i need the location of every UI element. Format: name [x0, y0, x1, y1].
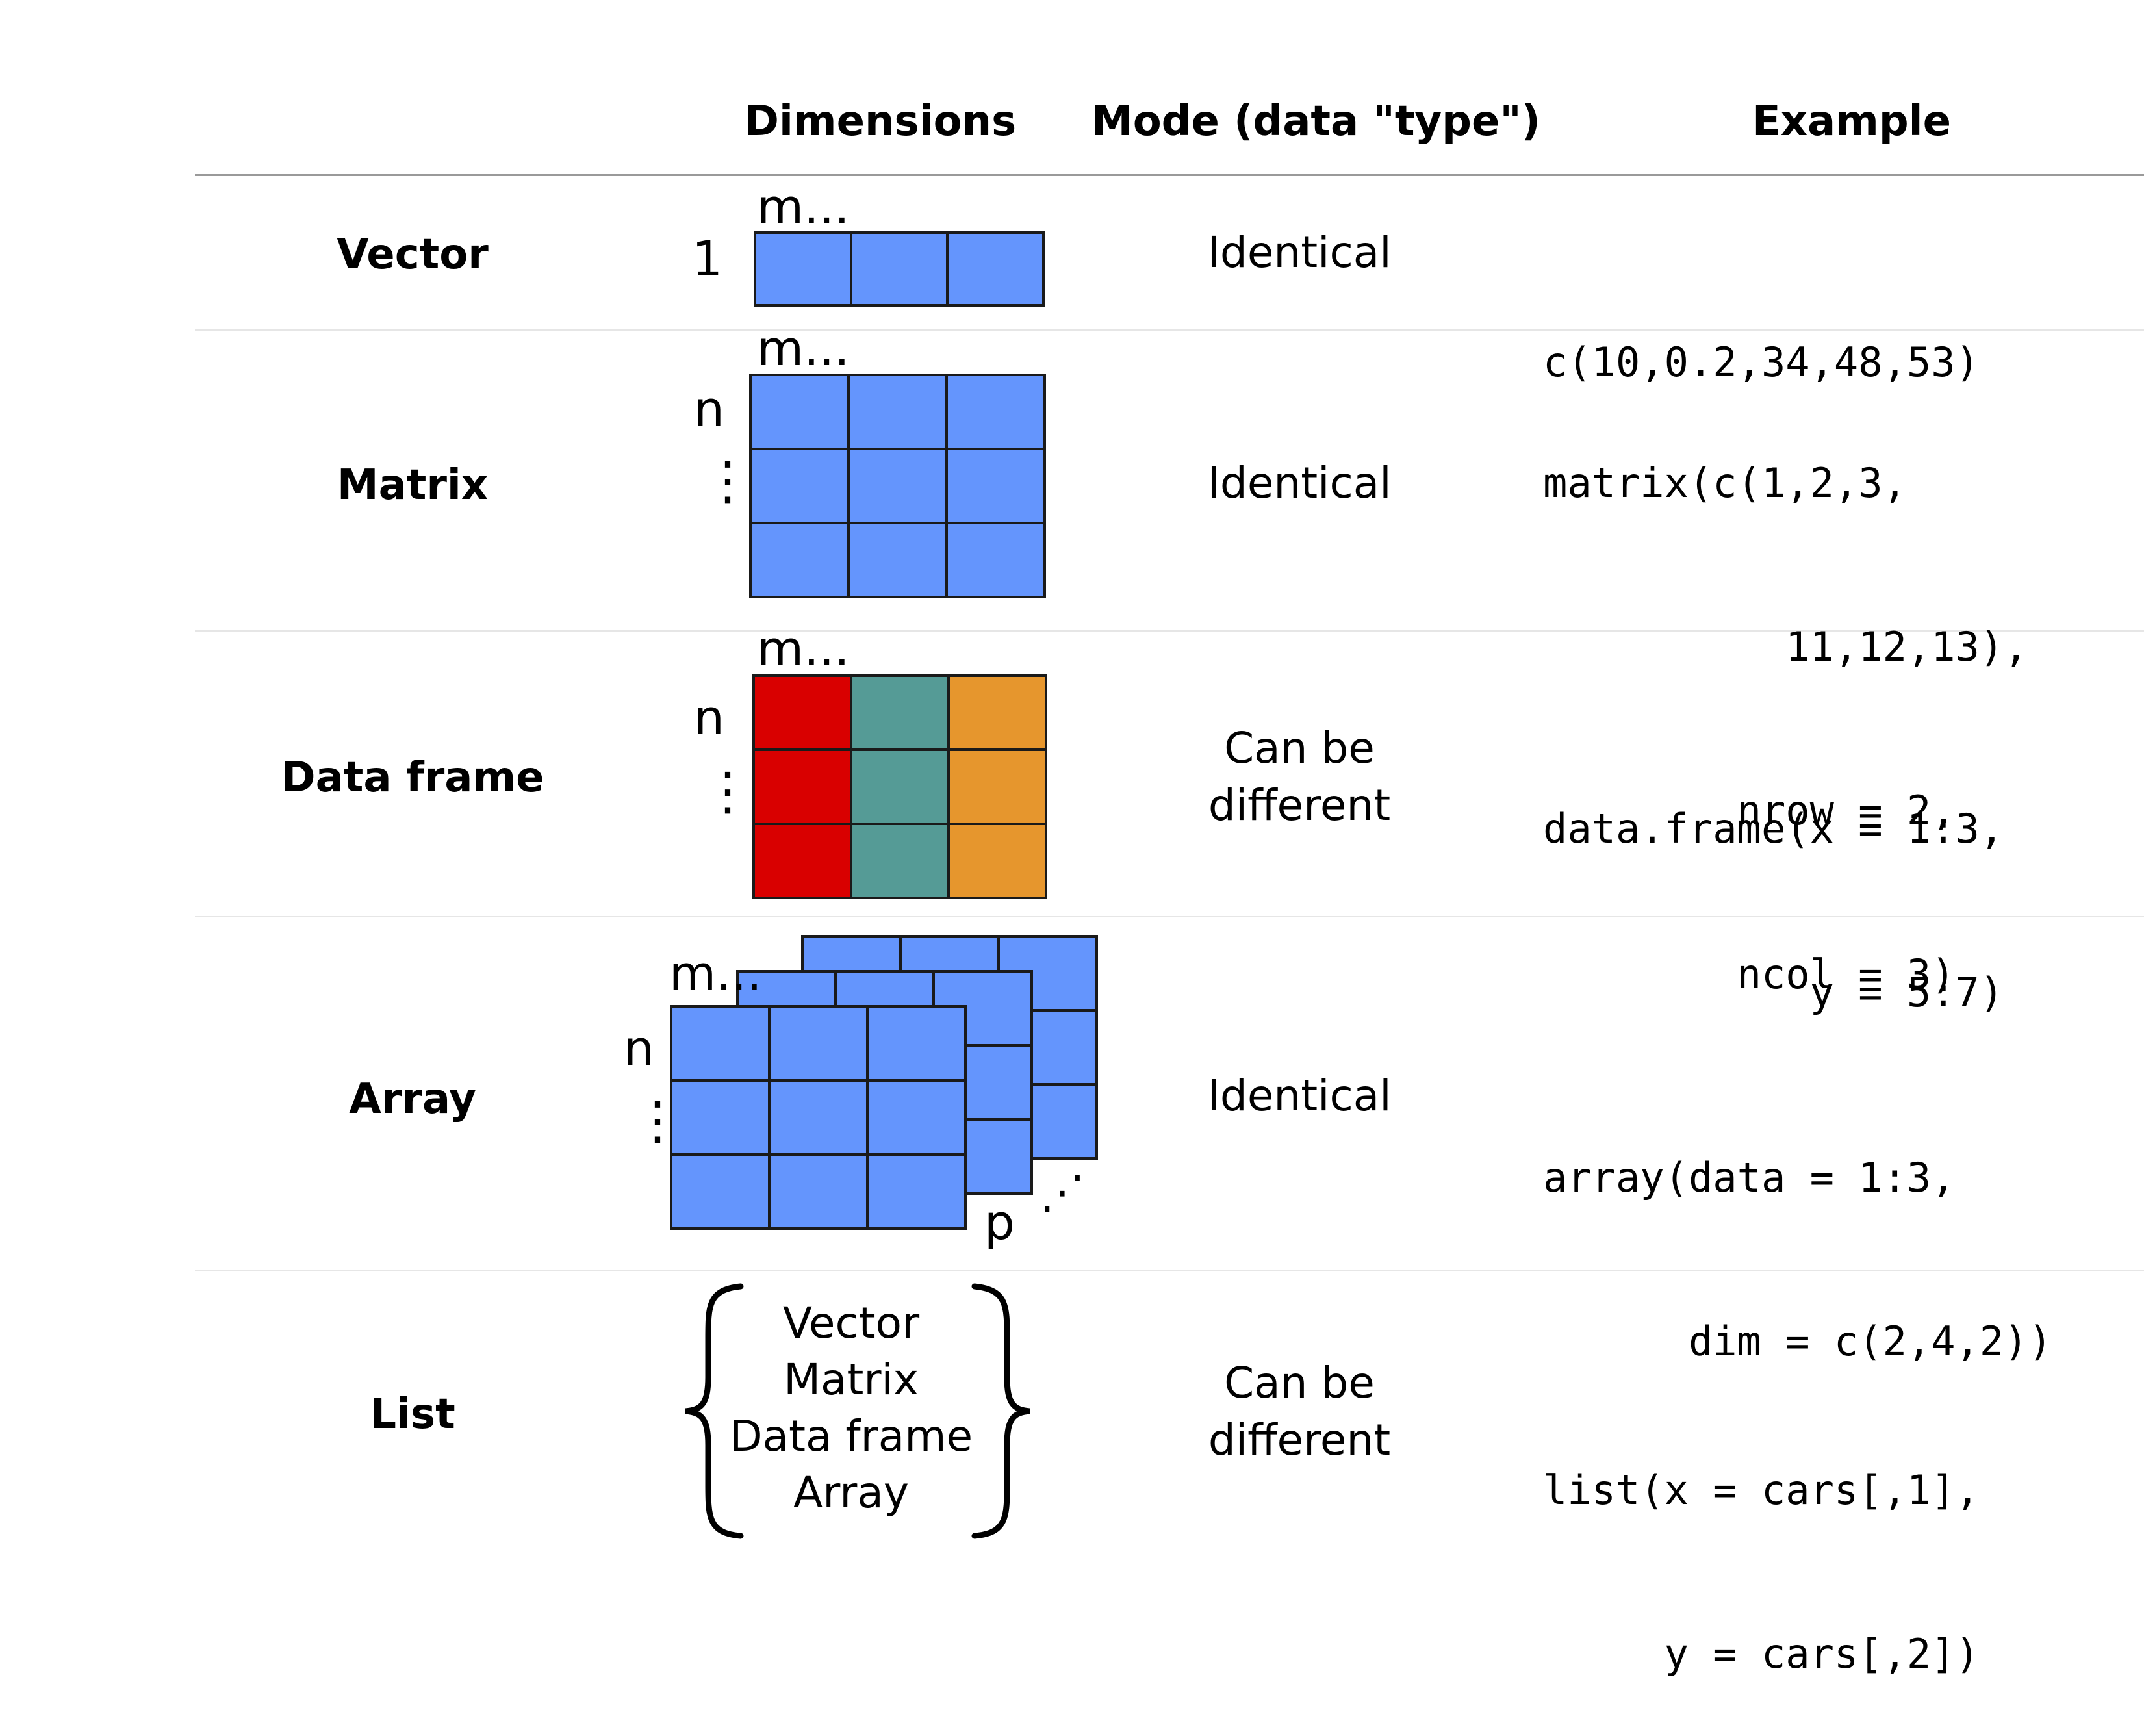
code-line: list(x = cars[,1],: [1543, 1466, 1980, 1514]
array-m-label: m...: [669, 946, 762, 1002]
list-mode: Can be different: [1104, 1355, 1494, 1469]
matrix-vdots: ⋮: [702, 450, 754, 511]
header-dimensions: Dimensions: [744, 97, 1017, 146]
dataframe-mode: Can be different: [1104, 720, 1494, 834]
mode-line: different: [1208, 1415, 1391, 1465]
array-mode: Identical: [1104, 1067, 1494, 1125]
matrix-m-label: m...: [757, 321, 850, 377]
vector-mode: Identical: [1104, 224, 1494, 281]
dataframe-m-label: m...: [757, 621, 850, 677]
header-mode: Mode (data "type"): [1091, 97, 1540, 146]
header-rule: [195, 174, 2144, 176]
matrix-cell: [749, 448, 850, 524]
code-line: array(data = 1:3,: [1543, 1154, 1956, 1201]
matrix-cell: [847, 448, 948, 524]
code-line: y = 5:7): [1543, 969, 2004, 1016]
list-item-vector: Vector: [782, 1298, 920, 1348]
code-line: nrow = 2,: [1543, 787, 1956, 834]
dataframe-example: data.frame(x = 1:3, y = 5:7): [1543, 693, 2004, 1075]
vector-cell: [850, 231, 949, 307]
dataframe-cell: [850, 748, 950, 825]
mode-line: Identical: [1207, 1071, 1392, 1121]
array-vdots: ⋮: [632, 1090, 683, 1151]
array-cell-front: [866, 1153, 967, 1230]
list-example: list(x = cars[,1], y = cars[,2]): [1543, 1354, 1980, 1736]
matrix-cell: [749, 374, 850, 450]
dataframe-cell: [850, 674, 950, 751]
array-cell-front: [670, 1153, 771, 1230]
code-line: y = cars[,2]): [1543, 1630, 1980, 1678]
header-example: Example: [1752, 97, 1952, 146]
dataframe-cell: [947, 823, 1047, 899]
dataframe-cell: [947, 748, 1047, 825]
dataframe-cell: [752, 823, 852, 899]
mode-line: Identical: [1207, 227, 1392, 277]
row-separator: [195, 916, 2144, 917]
code-line: 11,12,13),: [1543, 623, 2028, 670]
dataframe-cell: [850, 823, 950, 899]
array-cell-front: [866, 1005, 967, 1082]
matrix-n-label: n: [694, 381, 724, 437]
list-item-matrix: Matrix: [784, 1355, 919, 1405]
vector-cell: [754, 231, 852, 307]
matrix-cell: [847, 374, 948, 450]
array-cell-front: [670, 1005, 771, 1082]
row-label-vector: Vector: [337, 231, 489, 279]
structure-diagrams: [670, 231, 1098, 1539]
vector-cell: [946, 231, 1045, 307]
code-line: c(10,0.2,34,48,53): [1543, 338, 1980, 386]
vector-n-label: 1: [692, 231, 723, 287]
dataframe-vdots: ⋮: [702, 761, 754, 821]
matrix-cell: [847, 522, 948, 598]
code-line: matrix(c(1,2,3,: [1543, 459, 1907, 507]
dataframe-cell: [947, 674, 1047, 751]
list-item-array: Array: [793, 1468, 909, 1518]
vector-m-label: m...: [757, 179, 850, 235]
matrix-cell: [945, 522, 1046, 598]
mode-line: different: [1208, 780, 1391, 830]
row-separator: [195, 1270, 2144, 1271]
code-line: data.frame(x = 1:3,: [1543, 805, 2004, 852]
row-label-dataframe: Data frame: [281, 754, 544, 802]
mode-line: Can be: [1224, 723, 1375, 773]
row-separator: [195, 630, 2144, 632]
right-brace: [971, 1283, 1030, 1539]
matrix-example: matrix(c(1,2,3, 11,12,13), nrow = 2, nco…: [1543, 347, 2028, 1056]
mode-line: Can be: [1224, 1358, 1375, 1408]
list-item-dataframe: Data frame: [729, 1411, 973, 1461]
matrix-cell: [945, 374, 1046, 450]
array-cell-front: [866, 1079, 967, 1156]
left-brace: [685, 1283, 744, 1539]
array-cell-front: [768, 1079, 869, 1156]
matrix-cell: [749, 522, 850, 598]
dataframe-cell: [752, 748, 852, 825]
row-label-array: Array: [349, 1075, 476, 1123]
code-line: ncol = 3): [1543, 951, 1956, 998]
code-line: dim = c(2,4,2)): [1543, 1318, 2052, 1365]
mode-line: Identical: [1207, 458, 1392, 508]
array-p-label: p: [984, 1195, 1015, 1251]
matrix-mode: Identical: [1104, 455, 1494, 512]
row-separator: [195, 329, 2144, 331]
array-cell-front: [670, 1079, 771, 1156]
array-cell-front: [768, 1153, 869, 1230]
array-p-dots: ⋰: [1040, 1166, 1085, 1219]
array-n-label: n: [624, 1021, 654, 1077]
array-example: array(data = 1:3, dim = c(2,4,2)): [1543, 1041, 2052, 1423]
dataframe-n-label: n: [694, 690, 724, 746]
matrix-cell: [945, 448, 1046, 524]
dataframe-cell: [752, 674, 852, 751]
row-label-matrix: Matrix: [337, 461, 489, 509]
row-label-list: List: [370, 1390, 455, 1438]
array-cell-front: [768, 1005, 869, 1082]
vector-example: c(10,0.2,34,48,53): [1543, 226, 1980, 444]
